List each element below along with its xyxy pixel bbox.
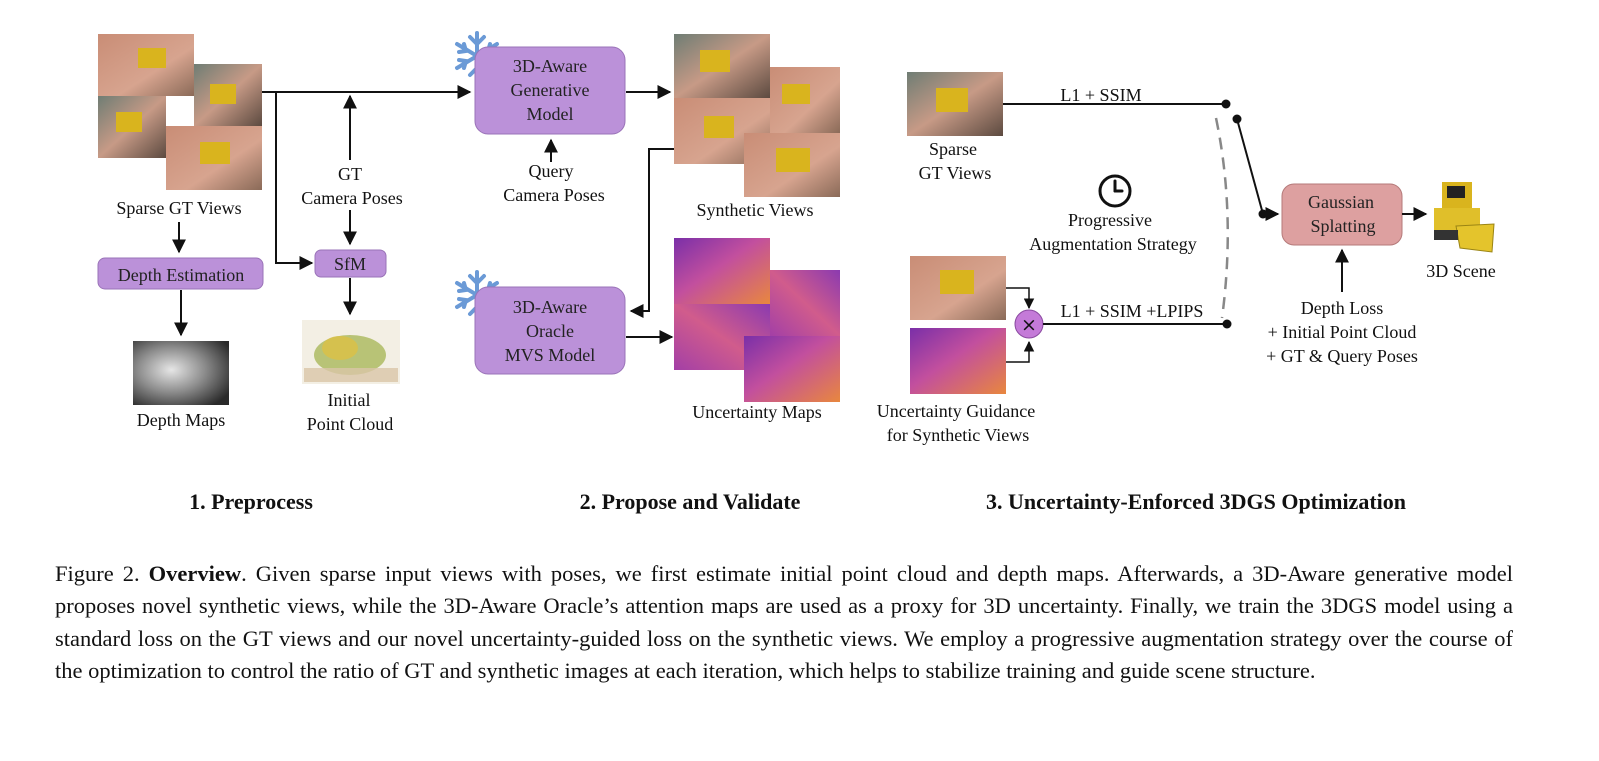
guidance-line1: Uncertainty Guidance [877, 401, 1035, 421]
point-cloud-line1: Initial [328, 390, 371, 410]
guidance-line2: for Synthetic Views [887, 425, 1030, 445]
3d-scene-bulldozer-image [1434, 182, 1495, 253]
gt-camera-poses-line1: GT [338, 164, 362, 184]
uncertainty-maps-label: Uncertainty Maps [692, 402, 821, 422]
gt-camera-poses-line2: Camera Poses [301, 188, 402, 208]
sfm-box [314, 249, 387, 278]
caption-prefix: Figure 2. [55, 561, 149, 586]
depth-maps-label: Depth Maps [137, 410, 226, 430]
generative-model-line3: Model [527, 104, 574, 124]
loss-switch [1236, 118, 1264, 215]
figure-caption: Figure 2. Overview. Given sparse input v… [55, 558, 1513, 688]
point-cloud-image [302, 320, 400, 384]
section-title-optimization: 3. Uncertainty-Enforced 3DGS Optimizatio… [986, 489, 1406, 514]
synthetic-loss-label: L1 + SSIM +LPIPS [1061, 301, 1204, 321]
multiply-symbol: × [1021, 314, 1037, 336]
extra-input-line3: + GT & Query Poses [1266, 346, 1418, 366]
progressive-schedule-arc [1214, 117, 1230, 319]
extra-input-line2: + Initial Point Cloud [1268, 322, 1417, 342]
oracle-line2: Oracle [526, 321, 574, 341]
query-camera-poses-line2: Camera Poses [503, 185, 604, 205]
generative-model-box [474, 46, 626, 135]
generative-model-line2: Generative [511, 80, 590, 100]
depth-map-image [133, 341, 229, 405]
generative-model-line1: 3D-Aware [513, 56, 587, 76]
oracle-mvs-box [474, 286, 626, 375]
sparse-gt-line1: Sparse [929, 139, 977, 159]
3d-scene-label: 3D Scene [1426, 261, 1495, 281]
uncertainty-thumbnail [770, 270, 840, 336]
uncertainty-maps-stack [674, 238, 840, 402]
overview-diagram: Sparse GT Views Depth Estimation Depth M… [97, 31, 1496, 514]
uncertainty-thumbnail [744, 336, 840, 402]
oracle-line1: 3D-Aware [513, 297, 587, 317]
sparse-gt-views-stack [98, 34, 262, 190]
section-title-preprocess: 1. Preprocess [189, 489, 313, 514]
gt-loss-label: L1 + SSIM [1060, 85, 1141, 105]
caption-body: . Given sparse input views with poses, w… [55, 561, 1513, 684]
uncertainty-map-image [910, 328, 1006, 394]
extra-input-line1: Depth Loss [1301, 298, 1384, 318]
depth-estimation-label: Depth Estimation [118, 265, 244, 285]
synthetic-views-label: Synthetic Views [696, 200, 813, 220]
progressive-line2: Augmentation Strategy [1029, 234, 1196, 254]
point-cloud-line2: Point Cloud [307, 414, 394, 434]
oracle-line3: MVS Model [505, 345, 596, 365]
sfm-label: SfM [334, 254, 366, 274]
section-title-propose: 2. Propose and Validate [580, 489, 801, 514]
uncertainty-thumbnail [674, 238, 770, 304]
depth-estimation-box [97, 257, 264, 290]
synthetic-views-stack [674, 34, 840, 197]
progressive-line1: Progressive [1068, 210, 1152, 230]
query-camera-poses-line1: Query [529, 161, 574, 181]
sparse-gt-views-label: Sparse GT Views [116, 198, 241, 218]
gaussian-splatting-line1: Gaussian [1308, 192, 1374, 212]
caption-bold-title: Overview [148, 561, 242, 586]
clock-icon [1098, 174, 1132, 208]
sparse-gt-line2: GT Views [919, 163, 992, 183]
gaussian-splatting-line2: Splatting [1310, 216, 1375, 236]
